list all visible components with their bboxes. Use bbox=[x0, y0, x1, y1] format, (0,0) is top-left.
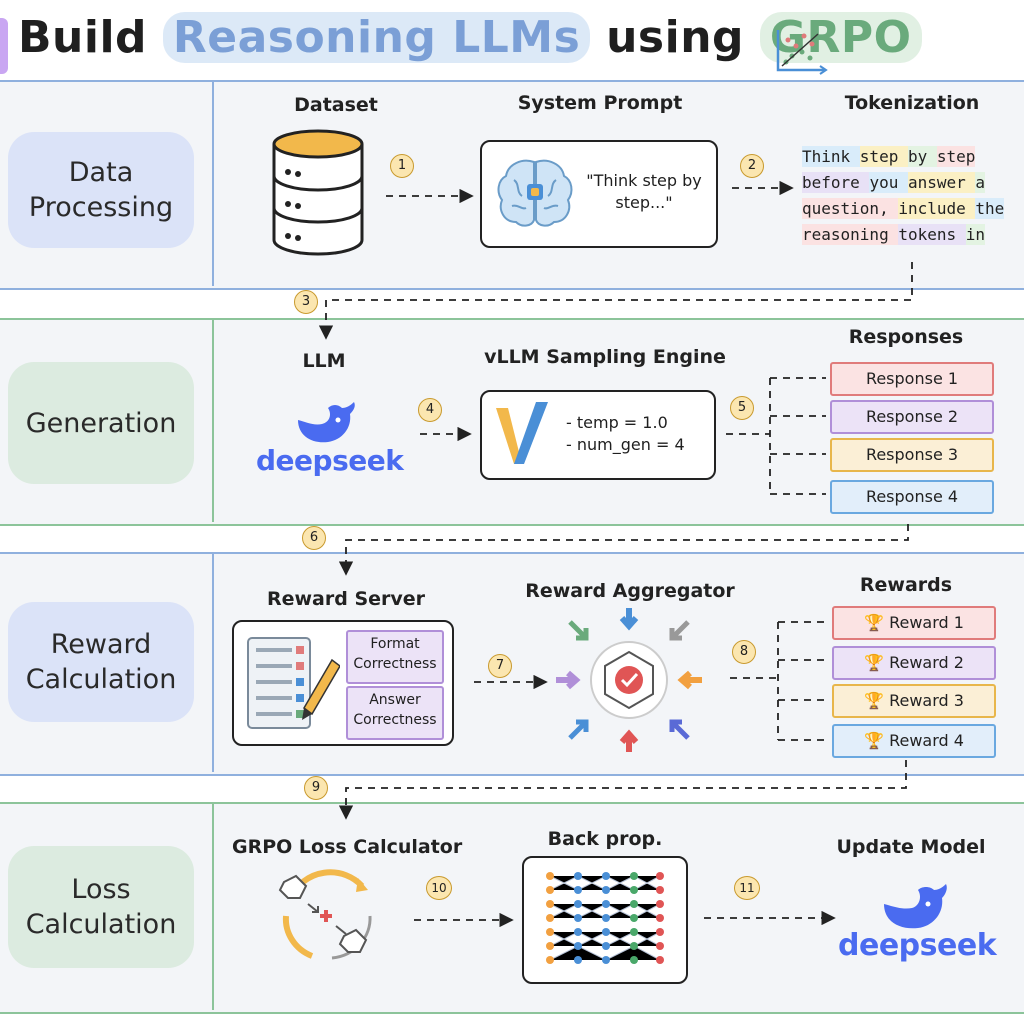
response-2: Response 2 bbox=[830, 400, 994, 434]
vllm-logo-icon bbox=[496, 402, 548, 464]
engine-label: vLLM Sampling Engine bbox=[484, 346, 726, 368]
reward-server-label: Reward Server bbox=[266, 588, 426, 610]
token: Think bbox=[802, 146, 860, 167]
format-correctness-box: Format Correctness bbox=[346, 630, 444, 684]
response-3: Response 3 bbox=[830, 438, 994, 472]
title-accent bbox=[0, 18, 8, 74]
trophy-icon: 🏆 bbox=[864, 653, 884, 672]
stage-generation: Generation bbox=[8, 362, 194, 484]
step-badge-11: 11 bbox=[734, 876, 760, 900]
brain-icon bbox=[497, 159, 573, 227]
system-prompt-box: "Think step by step..." bbox=[480, 140, 718, 248]
deepseek-logo-text: deepseek bbox=[256, 444, 404, 477]
token: answer bbox=[907, 172, 976, 193]
token: tokens bbox=[898, 224, 966, 245]
divider-3 bbox=[212, 554, 214, 772]
loss-cycle-icon bbox=[278, 869, 372, 960]
sampling-engine-box: - temp = 1.0 - num_gen = 4 bbox=[480, 390, 716, 480]
token: question, bbox=[802, 198, 899, 219]
deepseek-logo-text: deepseek bbox=[838, 928, 997, 963]
step-badge-7: 7 bbox=[488, 654, 512, 678]
scatter-chart-icon bbox=[776, 30, 828, 75]
step-badge-4: 4 bbox=[418, 398, 442, 422]
reward-4: 🏆 Reward 4 bbox=[832, 724, 996, 758]
step-badge-10: 10 bbox=[426, 876, 452, 900]
token-line-1: Think step by step bbox=[802, 144, 976, 170]
reward-4-label: Reward 4 bbox=[889, 731, 964, 750]
token: include bbox=[898, 198, 976, 219]
token: by bbox=[907, 146, 937, 167]
token: the bbox=[975, 198, 1005, 219]
token-line-3: question, include the bbox=[802, 196, 1005, 222]
token-line-4: reasoning tokens in bbox=[802, 222, 986, 248]
whale-logo-icon bbox=[298, 402, 355, 443]
reward-3-label: Reward 3 bbox=[889, 691, 964, 710]
response-1: Response 1 bbox=[830, 362, 994, 396]
title-part-build: Build bbox=[18, 12, 163, 63]
answer-correctness-box: Answer Correctness bbox=[346, 686, 444, 740]
step-badge-9: 9 bbox=[304, 776, 328, 800]
llm-label: LLM bbox=[302, 350, 346, 372]
backprop-label: Back prop. bbox=[547, 828, 663, 850]
step-badge-3: 3 bbox=[294, 290, 318, 314]
step-badge-5: 5 bbox=[730, 396, 754, 420]
aggregator-label: Reward Aggregator bbox=[525, 580, 735, 602]
reward-1-label: Reward 1 bbox=[889, 613, 964, 632]
arrow-9 bbox=[338, 760, 907, 820]
system-prompt-label: System Prompt bbox=[517, 92, 683, 114]
reward-2-label: Reward 2 bbox=[889, 653, 964, 672]
step-badge-6: 6 bbox=[302, 526, 326, 550]
dataset-label: Dataset bbox=[294, 94, 378, 116]
title-part-reasoning: Reasoning LLMs bbox=[162, 12, 591, 63]
aggregator-icon bbox=[556, 608, 702, 752]
update-model-label: Update Model bbox=[836, 836, 986, 858]
title-part-grpo: GRPO bbox=[759, 12, 922, 63]
page-title: Build Reasoning LLMs using GRPO bbox=[18, 12, 922, 63]
reward-1: 🏆 Reward 1 bbox=[832, 606, 996, 640]
trophy-icon: 🏆 bbox=[864, 691, 884, 710]
engine-params: - temp = 1.0 - num_gen = 4 bbox=[566, 413, 685, 454]
step-badge-2: 2 bbox=[740, 154, 764, 178]
reward-2: 🏆 Reward 2 bbox=[832, 646, 996, 680]
database-icon bbox=[272, 129, 364, 256]
backprop-box bbox=[522, 856, 688, 984]
token: reasoning bbox=[802, 224, 899, 245]
token: step bbox=[859, 146, 908, 167]
divider-2 bbox=[212, 320, 214, 522]
stage-reward-calculation: Reward Calculation bbox=[8, 602, 194, 722]
trophy-icon: 🏆 bbox=[864, 613, 884, 632]
stage-data-processing: Data Processing bbox=[8, 132, 194, 248]
step-badge-8: 8 bbox=[732, 640, 756, 664]
reward-3: 🏆 Reward 3 bbox=[832, 684, 996, 718]
token: in bbox=[965, 224, 986, 245]
title-part-using: using bbox=[590, 12, 760, 63]
token: step bbox=[936, 146, 976, 167]
token-line-2: before you answer a bbox=[802, 170, 986, 196]
token: a bbox=[975, 172, 986, 193]
response-4: Response 4 bbox=[830, 480, 994, 514]
arrow-6 bbox=[338, 524, 909, 576]
whale-logo-icon bbox=[884, 884, 947, 929]
arrow-8-fanout bbox=[730, 621, 828, 741]
system-prompt-text: "Think step by step..." bbox=[586, 171, 702, 212]
arrow-3 bbox=[318, 262, 913, 340]
responses-label: Responses bbox=[848, 326, 964, 348]
stage-loss-calculation: Loss Calculation bbox=[8, 846, 194, 968]
title-bar: Build Reasoning LLMs using GRPO bbox=[0, 0, 1024, 80]
rewards-label: Rewards bbox=[859, 574, 953, 596]
loss-calculator-label: GRPO Loss Calculator bbox=[232, 836, 463, 858]
neural-network-icon bbox=[546, 872, 664, 964]
arrow-5-fanout bbox=[726, 377, 826, 495]
divider-1 bbox=[212, 82, 214, 286]
step-badge-1: 1 bbox=[390, 154, 414, 178]
reward-server-box: Format Correctness Answer Correctness bbox=[232, 620, 454, 746]
divider-4 bbox=[212, 804, 214, 1010]
token: you bbox=[869, 172, 908, 193]
token: before bbox=[802, 172, 870, 193]
tokenization-label: Tokenization bbox=[844, 92, 980, 114]
trophy-icon: 🏆 bbox=[864, 731, 884, 750]
checklist-pen-icon bbox=[247, 637, 340, 729]
